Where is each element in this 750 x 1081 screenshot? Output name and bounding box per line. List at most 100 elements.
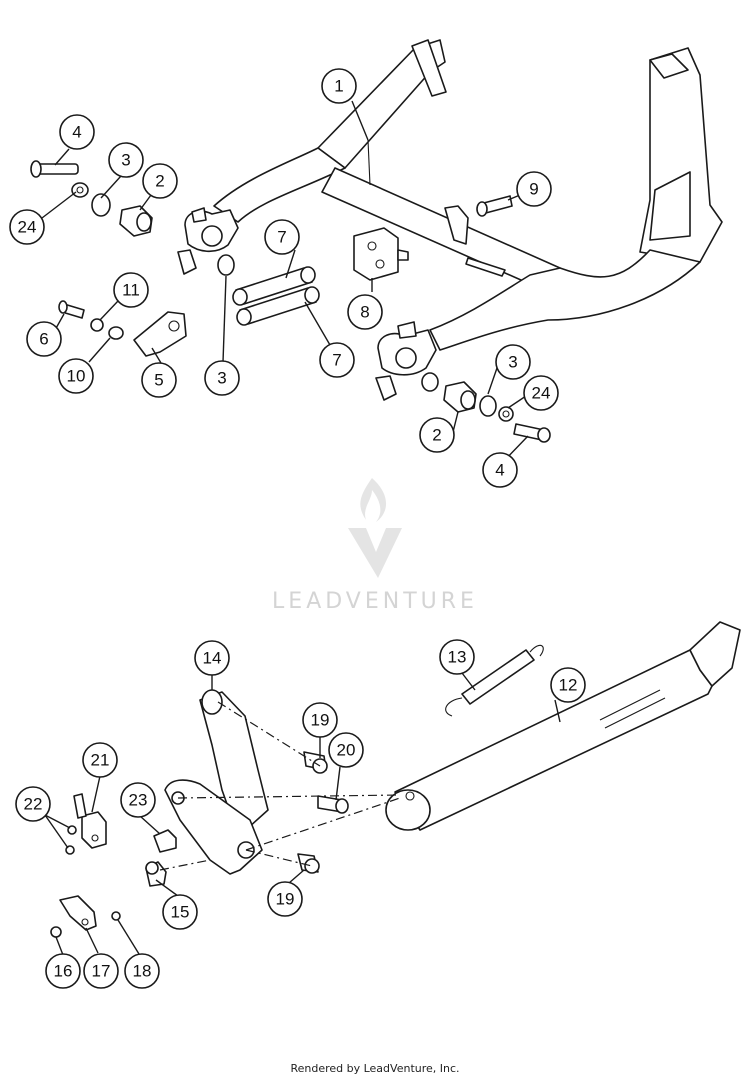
svg-text:21: 21 (91, 751, 110, 770)
callout-22: 22 (15, 786, 51, 822)
callout-6: 6 (26, 321, 62, 357)
callout-13: 13 (439, 639, 475, 675)
bracket-17 (59, 895, 97, 931)
bolt-right (513, 423, 551, 443)
bushing-11 (90, 318, 104, 332)
leader-lines (41, 100, 561, 956)
callout-2-right: 2 (419, 417, 455, 453)
plug-23 (153, 829, 177, 853)
svg-text:2: 2 (155, 172, 164, 191)
svg-text:22: 22 (24, 795, 43, 814)
alignment-line-4 (245, 849, 313, 867)
svg-text:19: 19 (276, 890, 295, 909)
callout-4-right: 4 (482, 452, 518, 488)
callout-9: 9 (516, 171, 552, 207)
spring-13 (445, 644, 544, 717)
callout-20: 20 (328, 732, 364, 768)
callout-3-right-upper: 3 (495, 344, 531, 380)
o-ring-left (91, 193, 111, 217)
washer-left (71, 182, 89, 198)
callout-14: 14 (194, 640, 230, 676)
callout-4: 4 (59, 114, 95, 150)
svg-text:12: 12 (559, 676, 578, 695)
svg-text:14: 14 (203, 649, 222, 668)
svg-text:23: 23 (129, 791, 148, 810)
callout-3-center: 3 (204, 360, 240, 396)
svg-text:9: 9 (529, 180, 538, 199)
o-ring-right-outer (479, 395, 497, 417)
callout-3: 3 (108, 142, 144, 178)
o-ring-right-inner (421, 372, 439, 392)
bushing-left (119, 205, 153, 237)
svg-text:8: 8 (360, 303, 369, 322)
bracket-5 (133, 311, 187, 357)
bolt-6 (58, 300, 85, 319)
svg-text:3: 3 (217, 369, 226, 388)
sleeve-15 (145, 861, 167, 887)
svg-text:6: 6 (39, 330, 48, 349)
springs (232, 266, 320, 326)
callout-10: 10 (58, 358, 94, 394)
svg-text:24: 24 (18, 218, 37, 237)
alignment-line-1 (217, 701, 321, 767)
svg-text:13: 13 (448, 648, 467, 667)
callout-5: 5 (141, 362, 177, 398)
callout-1: 1 (321, 68, 357, 104)
callout-18: 18 (124, 953, 160, 989)
svg-text:11: 11 (122, 281, 140, 300)
screws-22 (65, 825, 77, 855)
ring-18 (111, 911, 121, 921)
bolt-9 (476, 195, 513, 217)
callout-23: 23 (120, 782, 156, 818)
svg-text:7: 7 (277, 228, 286, 247)
svg-text:19: 19 (311, 711, 330, 730)
svg-text:4: 4 (72, 123, 81, 142)
svg-text:10: 10 (67, 367, 86, 386)
svg-text:16: 16 (54, 962, 73, 981)
callout-24-right: 24 (523, 375, 559, 411)
nut-16 (50, 926, 62, 938)
bolt-20 (317, 795, 349, 814)
callout-21: 21 (82, 742, 118, 778)
callout-12: 12 (550, 667, 586, 703)
svg-text:18: 18 (133, 962, 152, 981)
alignment-line-2 (177, 794, 401, 799)
svg-text:7: 7 (332, 351, 341, 370)
alignment-line-3 (245, 797, 401, 851)
washer-right (498, 406, 514, 422)
callout-19-lower: 19 (267, 881, 303, 917)
switch-21 (73, 793, 107, 849)
callout-15: 15 (162, 894, 198, 930)
svg-text:3: 3 (508, 353, 517, 372)
svg-text:1: 1 (334, 77, 343, 96)
svg-text:24: 24 (532, 384, 551, 403)
watermark-text: LEADVENTURE (272, 589, 478, 614)
alignment-line-5 (159, 859, 211, 871)
center-stand-assembly (177, 39, 723, 401)
svg-text:15: 15 (171, 903, 190, 922)
callout-24: 24 (9, 209, 45, 245)
callout-17: 17 (83, 953, 119, 989)
callout-8: 8 (347, 294, 383, 330)
bolt-left (30, 160, 79, 178)
svg-text:17: 17 (92, 962, 111, 981)
svg-text:5: 5 (154, 371, 163, 390)
bolt-19-lower (297, 853, 320, 874)
svg-text:20: 20 (337, 741, 356, 760)
callout-2: 2 (142, 163, 178, 199)
bushing-right (443, 381, 477, 413)
bracket-8 (353, 227, 409, 281)
callout-11: 11 (113, 272, 149, 308)
svg-text:2: 2 (432, 426, 441, 445)
callout-19-upper: 19 (302, 702, 338, 738)
svg-text:3: 3 (121, 151, 130, 170)
side-stand (385, 621, 741, 831)
footer-credit: Rendered by LeadVenture, Inc. (290, 1062, 460, 1075)
leadventure-watermark-logo (348, 478, 402, 578)
callout-7-lower: 7 (319, 342, 355, 378)
svg-text:4: 4 (495, 461, 504, 480)
pivot-bracket (164, 689, 269, 875)
callout-16: 16 (45, 953, 81, 989)
spacer-10 (108, 326, 124, 340)
